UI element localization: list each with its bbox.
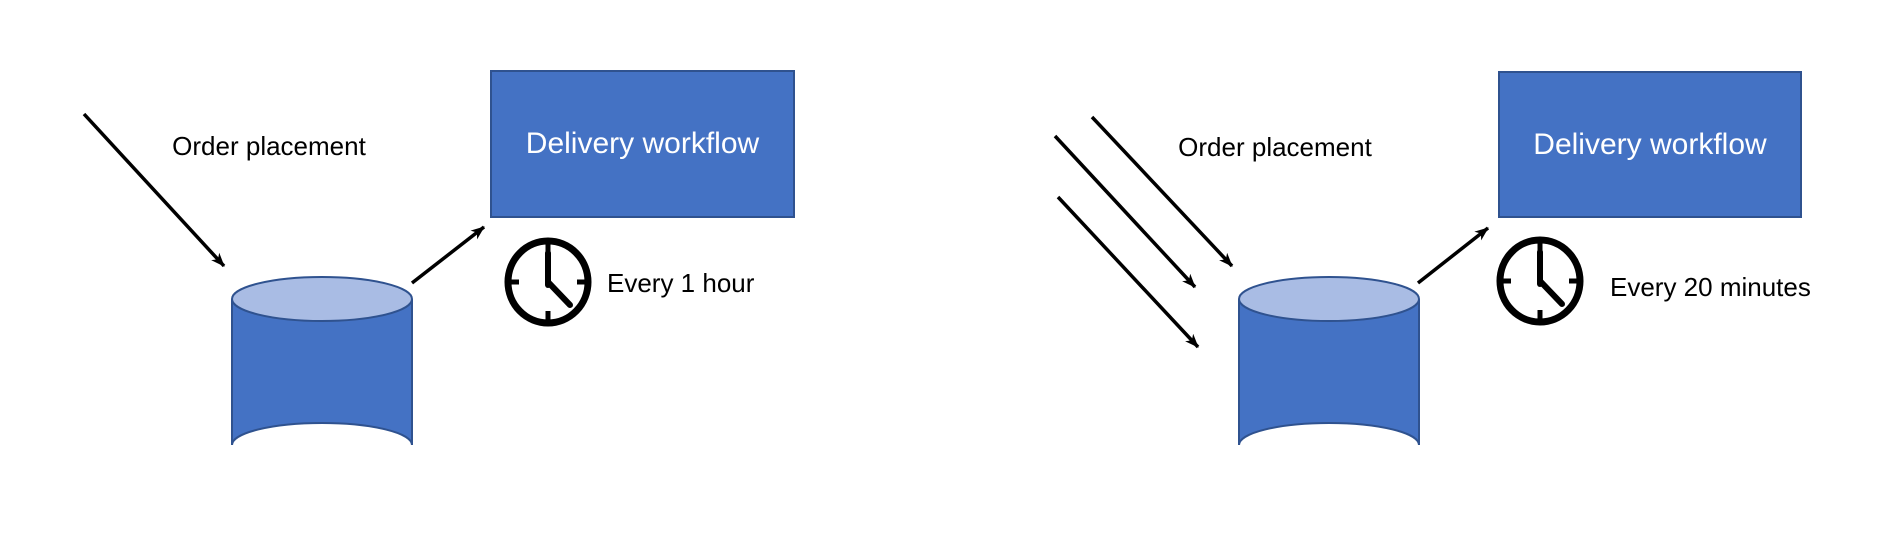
right-delivery-workflow-label: Delivery workflow: [1533, 127, 1767, 161]
left-delivery-workflow-label: Delivery workflow: [525, 127, 760, 160]
right-clock-icon: [1496, 236, 1584, 326]
right-order-arrow-3: [1056, 195, 1200, 349]
left-database-cylinder-icon: [231, 276, 413, 446]
left-delivery-workflow-box: Delivery workflow: [490, 70, 795, 218]
cylinder-body: [1239, 299, 1419, 445]
left-order-placement-label: Order placement: [172, 131, 366, 161]
cylinder-top: [231, 276, 413, 322]
right-order-placement-label: Order placement: [1178, 132, 1372, 162]
left-schedule-label: Every 1 hour: [607, 268, 755, 298]
right-cylinder-to-box-arrow: [1416, 226, 1490, 285]
cylinder-body-outline: [231, 299, 413, 446]
right-delivery-workflow-box: Delivery workflow: [1498, 71, 1802, 218]
right-order-arrow-2: [1053, 134, 1197, 289]
left-cylinder-to-box-arrow: [410, 225, 486, 285]
right-database-cylinder-icon: [1238, 276, 1420, 446]
cylinder-top: [1238, 276, 1420, 322]
cylinder-body: [232, 299, 412, 445]
cylinder-body-outline: [1238, 299, 1420, 446]
right-schedule-label: Every 20 minutes: [1610, 272, 1811, 302]
left-clock-icon: [504, 237, 592, 327]
